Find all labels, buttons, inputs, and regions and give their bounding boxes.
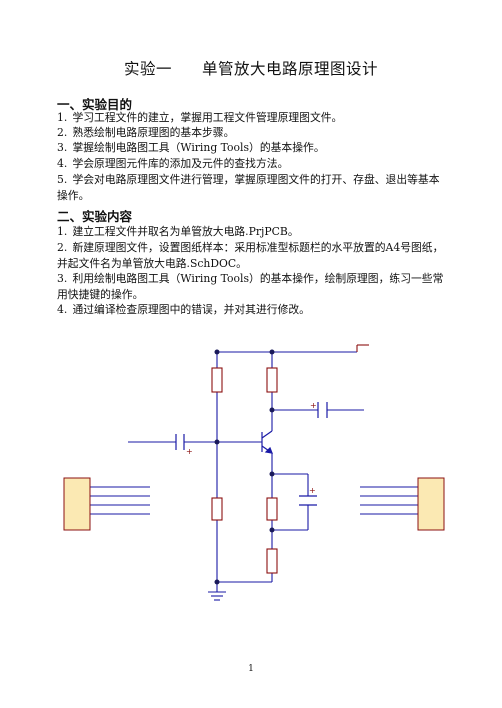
resistor-rb2 (211, 497, 223, 521)
transistor (261, 430, 273, 454)
resistor-re2 (266, 548, 278, 574)
section1-item-4: 4. 学会原理图元件库的添加及元件的查找方法。 (57, 157, 289, 170)
section1-item-5: 5. 学会对电路原理图文件进行管理，掌握原理图文件的打开、存盘、退出等基本操作。 (57, 173, 440, 202)
capacitor-input (175, 434, 185, 450)
capacitor-output (317, 402, 328, 418)
section2-item-3: 3. 利用绘制电路图工具（Wiring Tools）的基本操作，绘制原理图，练习… (57, 272, 444, 301)
section2-item-4: 4. 通过编译检查原理图中的错误，并对其进行修改。 (57, 303, 310, 316)
title-part2: 单管放大电路原理图设计 (202, 60, 379, 78)
section2-item-1: 1. 建立工程文件并取名为单管放大电路.PrjPCB。 (57, 225, 299, 238)
section1-item-2: 2. 熟悉绘制电路原理图的基本步骤。 (57, 126, 235, 139)
input-connector (63, 477, 91, 531)
capacitor-bypass-plus: + (309, 486, 316, 495)
section1-heading: 一、实验目的 (57, 97, 133, 112)
section1-item-3: 3. 掌握绘制电路图工具（Wiring Tools）的基本操作。 (57, 141, 325, 154)
capacitor-input-plus: + (186, 447, 193, 456)
page-number: 1 (248, 664, 254, 674)
resistor-rb1 (211, 367, 223, 393)
schematic-wires (90, 351, 418, 592)
section1-item-1: 1. 学习工程文件的建立，掌握用工程文件管理原理图文件。 (57, 111, 343, 124)
resistor-rc (266, 367, 278, 393)
capacitor-bypass (299, 495, 317, 506)
output-connector (417, 477, 445, 531)
page-title: 实验一 单管放大电路原理图设计 (0, 57, 502, 79)
resistors (211, 367, 278, 574)
ground-symbol (208, 591, 226, 601)
section2-item-2: 2. 新建原理图文件，设置图纸样本：采用标准型标题栏的水平放置的A4号图纸，并起… (57, 241, 444, 270)
power-symbol (356, 344, 369, 352)
resistor-re1 (266, 497, 278, 521)
title-part1: 实验一 (123, 60, 172, 78)
section2-heading: 二、实验内容 (57, 209, 133, 224)
junction-dots (214, 349, 275, 585)
capacitor-output-plus: + (310, 401, 317, 410)
